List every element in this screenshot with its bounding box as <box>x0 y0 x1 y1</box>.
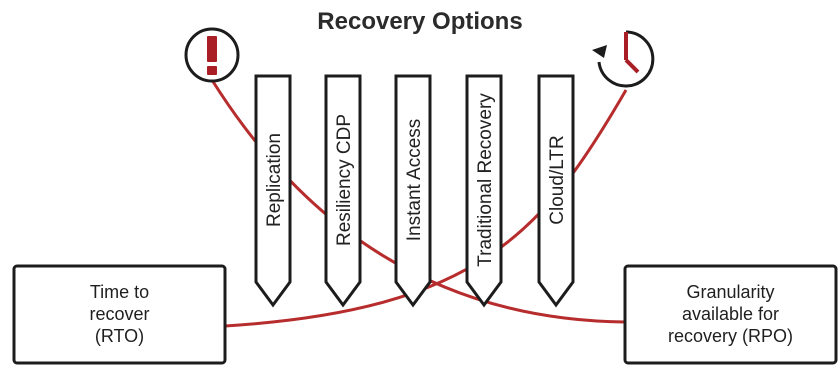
option-label: Resiliency CDP <box>334 114 355 246</box>
option-arrow-cloud-ltr: Cloud/LTR <box>537 74 575 308</box>
rto-box-label: Time to recover (RTO) <box>14 281 225 347</box>
rto-box <box>12 264 227 365</box>
rto-line: Time to <box>89 282 150 302</box>
rpo-box-label: Granularity available for recovery (RPO) <box>625 281 836 347</box>
rpo-line: Granularity <box>686 282 775 302</box>
option-label: Cloud/LTR <box>547 135 568 224</box>
rto-line: (RTO) <box>94 326 145 346</box>
option-arrow-resiliency-cdp: Resiliency CDP <box>324 74 362 308</box>
rpo-box <box>623 264 838 365</box>
diagram-title: Recovery Options <box>317 8 523 35</box>
rpo-line: recovery (RPO) <box>667 326 793 346</box>
option-arrow-replication: Replication <box>254 74 292 308</box>
option-label: Traditional Recovery <box>475 93 496 267</box>
rpo-curve <box>210 79 626 324</box>
option-arrow-traditional-recovery: Traditional Recovery <box>465 74 503 308</box>
rpo-line: available for <box>681 304 780 324</box>
clock-restore-icon <box>592 30 655 88</box>
option-label: Replication <box>264 133 285 227</box>
option-label: Instant Access <box>404 119 425 242</box>
rto-line: recover <box>89 304 150 324</box>
alert-exclamation-icon <box>184 27 240 83</box>
option-arrow-instant-access: Instant Access <box>394 74 432 308</box>
